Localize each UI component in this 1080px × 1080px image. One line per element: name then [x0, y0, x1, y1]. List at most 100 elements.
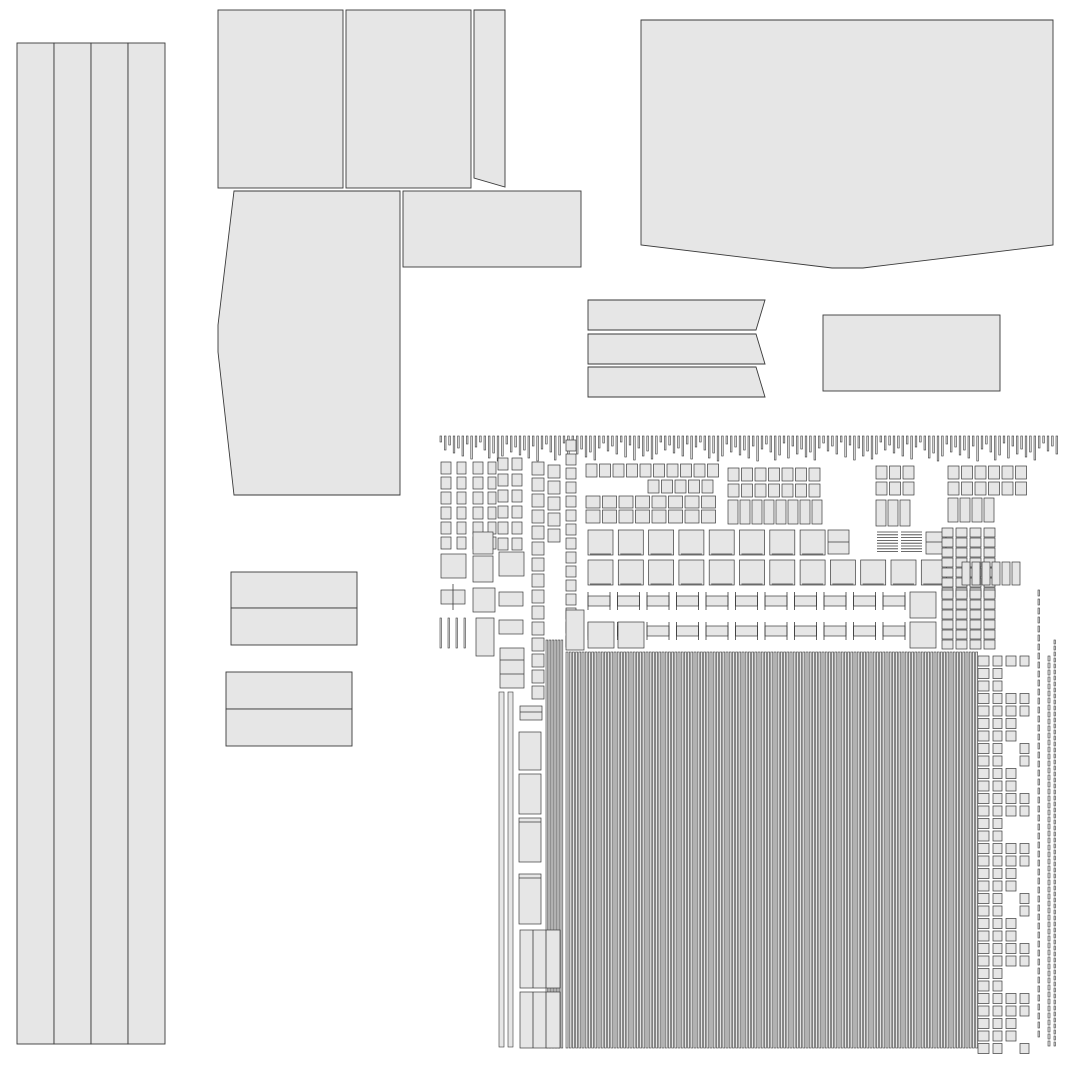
- uv-island: [598, 435, 601, 449]
- uv-island: [1037, 724, 1040, 732]
- uv-island: [815, 651, 818, 1049]
- uv-island: [977, 780, 990, 792]
- uv-island: [587, 366, 766, 398]
- uv-island: [992, 730, 1003, 742]
- uv-island: [547, 512, 561, 527]
- uv-island: [1053, 879, 1056, 885]
- uv-island: [1037, 616, 1040, 624]
- uv-island: [225, 708, 353, 747]
- uv-island: [947, 497, 959, 523]
- uv-island: [780, 651, 783, 1049]
- uv-island: [941, 537, 954, 548]
- uv-island: [1019, 943, 1030, 954]
- uv-island: [840, 435, 843, 443]
- uv-island: [1037, 841, 1040, 849]
- uv-island: [977, 755, 990, 767]
- uv-island: [887, 499, 899, 527]
- uv-island: [977, 968, 990, 979]
- uv-island: [1047, 795, 1051, 802]
- uv-island: [888, 435, 891, 446]
- uv-island: [626, 651, 630, 1049]
- uv-island: [617, 595, 640, 607]
- uv-island: [618, 509, 634, 524]
- uv-island: [531, 461, 545, 476]
- uv-island: [676, 595, 699, 607]
- uv-island: [565, 565, 577, 578]
- uv-island: [1037, 940, 1040, 948]
- uv-island: [977, 768, 990, 779]
- uv-island: [941, 629, 954, 640]
- uv-island: [781, 483, 794, 498]
- uv-island: [1053, 645, 1056, 651]
- uv-island: [701, 495, 716, 509]
- uv-island: [796, 651, 799, 1049]
- uv-island: [950, 435, 953, 453]
- uv-island: [989, 435, 992, 453]
- uv-island: [1053, 939, 1056, 945]
- uv-island: [1053, 777, 1056, 783]
- uv-island: [1005, 955, 1017, 967]
- uv-island: [955, 639, 968, 650]
- uv-island: [735, 651, 738, 1049]
- uv-island: [532, 435, 535, 447]
- uv-island: [1015, 481, 1027, 496]
- uv-island: [565, 593, 577, 606]
- uv-island: [983, 589, 996, 600]
- uv-island: [902, 481, 915, 496]
- uv-island: [651, 509, 667, 524]
- uv-island: [992, 993, 1003, 1004]
- uv-island: [646, 625, 670, 637]
- uv-island: [607, 651, 610, 1049]
- uv-island: [531, 605, 545, 620]
- uv-island: [650, 435, 654, 460]
- uv-island: [716, 435, 720, 462]
- uv-island: [1053, 807, 1056, 813]
- uv-island: [1053, 963, 1056, 969]
- uv-island: [457, 435, 460, 449]
- uv-island: [440, 491, 452, 505]
- uv-island: [466, 435, 469, 445]
- uv-island: [700, 651, 703, 1049]
- uv-island: [1037, 778, 1040, 786]
- uv-island: [1047, 1012, 1051, 1019]
- uv-island: [1037, 643, 1040, 651]
- uv-island: [994, 435, 997, 461]
- uv-island: [527, 435, 530, 459]
- uv-island: [1038, 435, 1041, 449]
- uv-island: [1053, 699, 1056, 705]
- uv-island: [584, 435, 588, 458]
- uv-island: [969, 609, 982, 620]
- uv-island: [594, 651, 598, 1049]
- uv-island: [1005, 793, 1017, 804]
- uv-island: [1053, 885, 1056, 891]
- uv-island: [1053, 747, 1056, 753]
- uv-island: [977, 868, 990, 879]
- uv-island: [588, 651, 591, 1049]
- uv-island: [589, 435, 592, 453]
- uv-island: [680, 463, 692, 478]
- uv-island: [617, 529, 644, 556]
- uv-island: [869, 651, 873, 1049]
- uv-island: [917, 651, 921, 1049]
- uv-island: [1037, 877, 1040, 885]
- uv-island: [876, 651, 879, 1049]
- uv-island: [1053, 897, 1056, 903]
- uv-island: [498, 591, 524, 607]
- uv-island: [1047, 732, 1051, 739]
- uv-island: [889, 465, 901, 480]
- uv-island: [1053, 813, 1056, 819]
- uv-island: [872, 651, 876, 1049]
- uv-island: [879, 435, 882, 443]
- uv-island: [637, 435, 640, 449]
- uv-island: [1019, 955, 1030, 967]
- uv-island: [1037, 922, 1040, 930]
- uv-island: [959, 651, 962, 1049]
- uv-island: [1053, 729, 1056, 735]
- uv-island: [511, 457, 523, 471]
- uv-island: [628, 435, 632, 446]
- uv-island: [977, 655, 990, 667]
- uv-island: [1047, 921, 1051, 928]
- uv-island: [1047, 683, 1051, 690]
- uv-island: [1053, 1041, 1056, 1047]
- uv-island: [1047, 739, 1051, 746]
